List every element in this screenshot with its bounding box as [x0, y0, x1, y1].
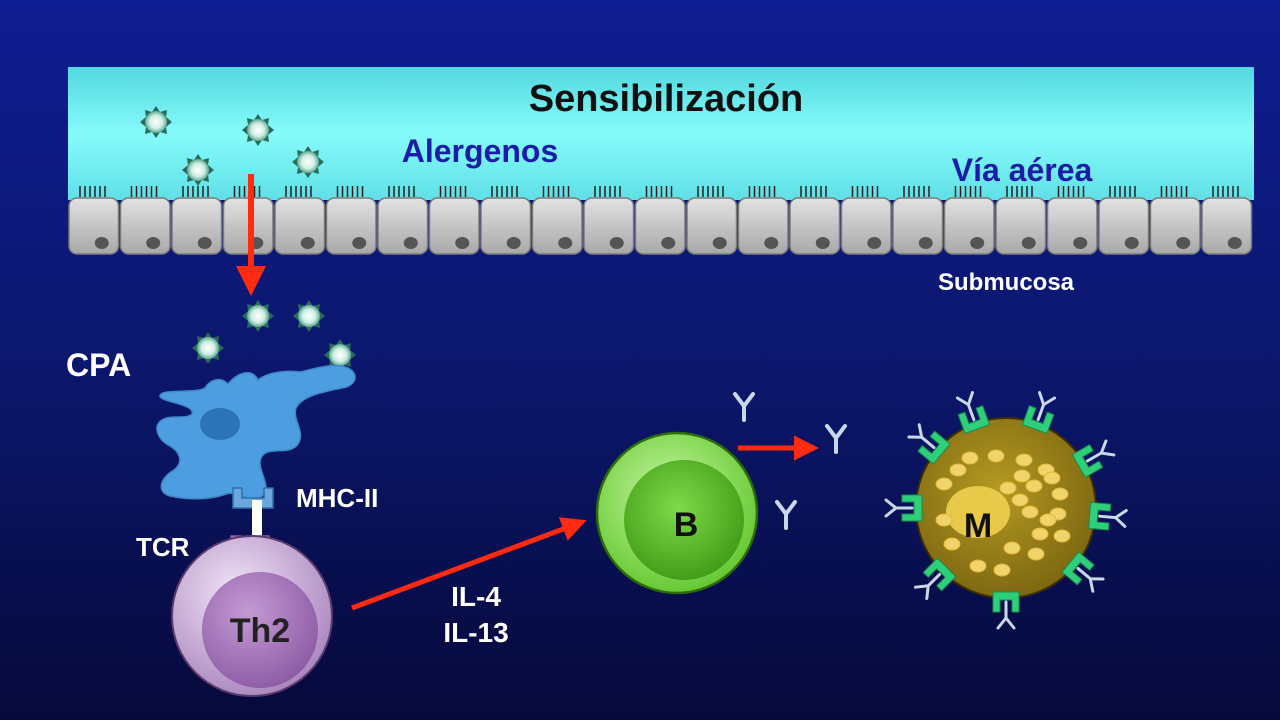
allergen-particle-icon: [192, 332, 224, 364]
epithelial-cell: [892, 197, 944, 255]
allergen-particle-icon: [242, 300, 274, 332]
apc-label: CPA: [66, 347, 131, 383]
ige-receptor-icon: [951, 389, 991, 436]
epithelial-cell: [325, 197, 377, 255]
cilia: [79, 186, 1239, 197]
epithelial-cell: [274, 197, 326, 255]
cell-nucleus: [455, 237, 470, 249]
cell-nucleus: [1124, 237, 1139, 249]
cell-nucleus: [1073, 237, 1088, 249]
epithelial-cell: [737, 197, 789, 255]
epithelial-cell: [583, 197, 635, 255]
th2-label: Th2: [230, 612, 290, 650]
epithelial-cell: [1098, 197, 1150, 255]
cell-nucleus: [764, 237, 779, 249]
antibody-icon: [775, 500, 797, 530]
epithelial-cell: [428, 197, 480, 255]
cell-nucleus: [558, 237, 573, 249]
b-cell-label: B: [674, 506, 699, 544]
mast-cell-label: M: [964, 507, 992, 545]
epithelial-cell: [840, 197, 892, 255]
apc-cell: [156, 364, 356, 500]
cell-nucleus: [712, 237, 727, 249]
il13-label: IL-13: [443, 617, 508, 648]
epithelial-cell: [1149, 197, 1201, 255]
ige-receptor-icon: [884, 493, 924, 523]
allergen-particle-icon: [293, 300, 325, 332]
epithelial-cell: [1046, 197, 1098, 255]
th2-cell: [171, 535, 333, 697]
epithelial-cell: [789, 197, 841, 255]
epithelial-cell: [1201, 197, 1253, 255]
ige-receptor-icon: [1087, 500, 1129, 533]
cell-nucleus: [506, 237, 521, 249]
epithelial-cell: [119, 197, 171, 255]
cell-nucleus: [352, 237, 367, 249]
cell-nucleus: [1227, 237, 1242, 249]
epithelial-cell: [68, 197, 120, 255]
epithelial-cell: [377, 197, 429, 255]
airway-label: Vía aérea: [952, 152, 1093, 188]
epithelial-cell: [171, 197, 223, 255]
cytokine-arrow: [351, 517, 587, 611]
il4-label: IL-4: [451, 581, 501, 612]
tcr-label: TCR: [136, 532, 190, 562]
mast-cell-granules: [935, 449, 1071, 577]
epithelial-cell: [943, 197, 995, 255]
cell-nucleus: [1176, 237, 1191, 249]
cell-nucleus: [94, 237, 109, 249]
cell-nucleus: [146, 237, 161, 249]
epithelial-cell: [995, 197, 1047, 255]
cell-nucleus: [300, 237, 315, 249]
ige-receptor-icon: [991, 590, 1021, 630]
ige-receptor-icon: [1021, 389, 1061, 436]
page-title: Sensibilización: [529, 78, 804, 120]
cell-nucleus: [815, 237, 830, 249]
epithelial-cell: [531, 197, 583, 255]
b-cell: [595, 431, 759, 595]
epithelial-cell: [686, 197, 738, 255]
cell-nucleus: [867, 237, 882, 249]
allergens-label: Alergenos: [402, 133, 558, 169]
cell-nucleus: [661, 237, 676, 249]
epithelial-cell: [634, 197, 686, 255]
mhc-ii-molecule: [232, 487, 274, 540]
antibody-icon: [825, 424, 847, 454]
submucosa-label: Submucosa: [938, 269, 1075, 296]
cell-nucleus: [403, 237, 418, 249]
cell-nucleus: [197, 237, 212, 249]
mhc-label: MHC-II: [296, 483, 378, 513]
epithelium: [68, 197, 1253, 255]
epithelial-cell: [480, 197, 532, 255]
cell-nucleus: [970, 237, 985, 249]
cell-nucleus: [918, 237, 933, 249]
antibody-icon: [733, 392, 755, 422]
cell-nucleus: [1021, 237, 1036, 249]
cell-nucleus: [609, 237, 624, 249]
